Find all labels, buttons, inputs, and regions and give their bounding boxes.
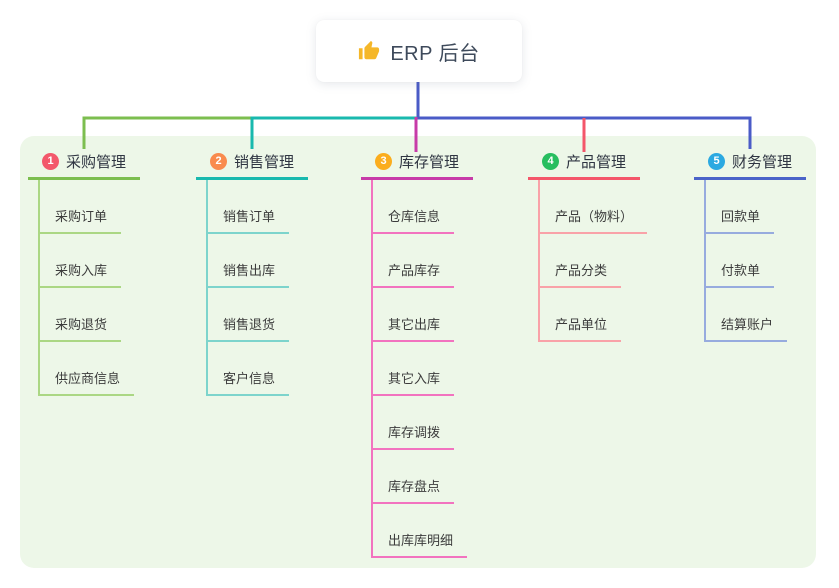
mindmap-item[interactable]: 采购入库 <box>38 260 122 288</box>
branch-subtree-line <box>38 180 40 396</box>
mindmap-item[interactable]: 其它出库 <box>371 314 455 342</box>
branch-subtree-line <box>538 180 540 342</box>
branch-number-badge: 4 <box>542 153 559 170</box>
mindmap-item-row: 产品单位 <box>528 288 640 342</box>
mindmap-item-row: 库存调拨 <box>361 396 473 450</box>
mindmap-item-row: 客户信息 <box>196 342 308 396</box>
mindmap-item[interactable]: 出库库明细 <box>371 530 468 558</box>
branch-title-label: 采购管理 <box>66 154 127 171</box>
branch-items: 产品（物料） 产品分类产品单位 <box>528 180 648 342</box>
mindmap-item[interactable]: 其它入库 <box>371 368 455 396</box>
branch-items: 销售订单销售出库销售退货客户信息 <box>196 180 308 396</box>
branch-subtree-line <box>704 180 706 342</box>
branch-title[interactable]: 4 产品管理 <box>528 146 640 180</box>
mindmap-item-row: 仓库信息 <box>361 180 473 234</box>
mindmap-item[interactable]: 供应商信息 <box>38 368 135 396</box>
mindmap-item-row: 付款单 <box>694 234 806 288</box>
mindmap-item-row: 产品分类 <box>528 234 640 288</box>
branch-title-label: 财务管理 <box>732 154 793 171</box>
mindmap-item-row: 其它出库 <box>361 288 473 342</box>
mindmap-item[interactable]: 产品（物料） <box>538 206 648 234</box>
mindmap-item[interactable]: 库存盘点 <box>371 476 455 504</box>
branch-title-label: 销售管理 <box>234 154 295 171</box>
branch-title[interactable]: 3 库存管理 <box>361 146 473 180</box>
mindmap-item[interactable]: 销售退货 <box>206 314 290 342</box>
mindmap-item[interactable]: 产品单位 <box>538 314 622 342</box>
mindmap-item[interactable]: 产品分类 <box>538 260 622 288</box>
mindmap-item[interactable]: 销售订单 <box>206 206 290 234</box>
branch-column-1: 1 采购管理采购订单采购入库采购退货供应商信息 <box>28 146 140 396</box>
mindmap-item[interactable]: 销售出库 <box>206 260 290 288</box>
mindmap-item-row: 销售出库 <box>196 234 308 288</box>
root-title: ERP 后台 <box>390 42 480 65</box>
mindmap-item-row: 销售退货 <box>196 288 308 342</box>
mindmap-item-row: 采购退货 <box>28 288 140 342</box>
branch-column-4: 4 产品管理产品（物料） 产品分类产品单位 <box>528 146 648 342</box>
mindmap-item[interactable]: 库存调拨 <box>371 422 455 450</box>
branch-title-label: 库存管理 <box>399 154 460 171</box>
mindmap-item[interactable]: 采购退货 <box>38 314 122 342</box>
mindmap-item[interactable]: 采购订单 <box>38 206 122 234</box>
mindmap-item-row: 库存盘点 <box>361 450 473 504</box>
mindmap-item-row: 回款单 <box>694 180 806 234</box>
mindmap-item[interactable]: 结算账户 <box>704 314 788 342</box>
mindmap-panel <box>20 136 816 568</box>
branch-column-5: 5 财务管理回款单付款单结算账户 <box>694 146 806 342</box>
mindmap-item-row: 采购入库 <box>28 234 140 288</box>
mindmap-item-row: 结算账户 <box>694 288 806 342</box>
branch-column-3: 3 库存管理仓库信息产品库存其它出库其它入库库存调拨库存盘点出库库明细 <box>361 146 473 558</box>
branch-subtree-line <box>371 180 373 558</box>
branch-column-2: 2 销售管理销售订单销售出库销售退货客户信息 <box>196 146 308 396</box>
mindmap-item[interactable]: 产品库存 <box>371 260 455 288</box>
mindmap-item[interactable]: 回款单 <box>704 206 775 234</box>
branch-title[interactable]: 5 财务管理 <box>694 146 806 180</box>
branch-subtree-line <box>206 180 208 396</box>
branch-number-badge: 1 <box>42 153 59 170</box>
branch-number-badge: 5 <box>708 153 725 170</box>
branch-number-badge: 3 <box>375 153 392 170</box>
mindmap-item-row: 产品（物料） <box>528 180 648 234</box>
mindmap-item-row: 出库库明细 <box>361 504 473 558</box>
mindmap-item-row: 其它入库 <box>361 342 473 396</box>
branch-items: 采购订单采购入库采购退货供应商信息 <box>28 180 140 396</box>
root-node[interactable]: ERP 后台 <box>316 20 522 82</box>
branch-title[interactable]: 1 采购管理 <box>28 146 140 180</box>
branch-title-label: 产品管理 <box>566 154 627 171</box>
mindmap-item[interactable]: 付款单 <box>704 260 775 288</box>
thumbs-up-icon <box>358 40 380 62</box>
mindmap-item-row: 销售订单 <box>196 180 308 234</box>
mindmap-item-row: 产品库存 <box>361 234 473 288</box>
branch-number-badge: 2 <box>210 153 227 170</box>
mindmap-item-row: 采购订单 <box>28 180 140 234</box>
branch-items: 回款单付款单结算账户 <box>694 180 806 342</box>
branch-items: 仓库信息产品库存其它出库其它入库库存调拨库存盘点出库库明细 <box>361 180 473 558</box>
mindmap-item[interactable]: 客户信息 <box>206 368 290 396</box>
mindmap-item-row: 供应商信息 <box>28 342 140 396</box>
mindmap-item[interactable]: 仓库信息 <box>371 206 455 234</box>
branch-title[interactable]: 2 销售管理 <box>196 146 308 180</box>
